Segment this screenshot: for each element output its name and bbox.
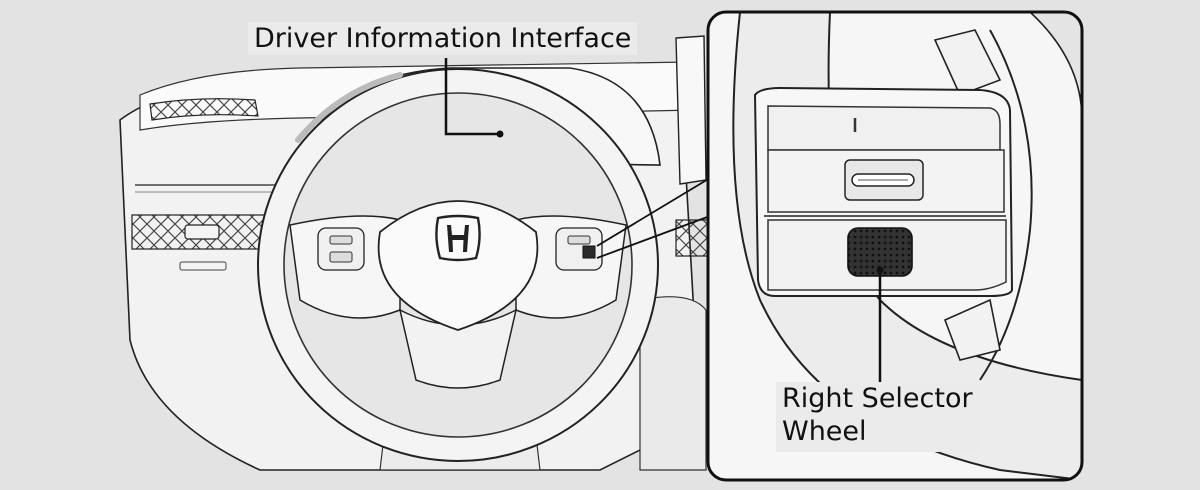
right-selector-wheel-label: Right Selector Wheel bbox=[776, 382, 979, 452]
right-vent bbox=[675, 219, 709, 257]
left-vent-upper bbox=[149, 98, 259, 121]
steering-wheel bbox=[257, 68, 659, 462]
left-switch-pod bbox=[317, 227, 365, 271]
right-selector-wheel-label-line1: Right Selector bbox=[782, 383, 973, 414]
right-selector-wheel-small bbox=[582, 245, 596, 259]
driver-info-leader-line bbox=[444, 58, 500, 136]
right-selector-wheel-label-line2: Wheel bbox=[782, 416, 867, 447]
honda-h-logo bbox=[435, 214, 481, 262]
inset-panel bbox=[706, 10, 1084, 482]
driver-information-interface-label: Driver Information Interface bbox=[248, 22, 638, 55]
